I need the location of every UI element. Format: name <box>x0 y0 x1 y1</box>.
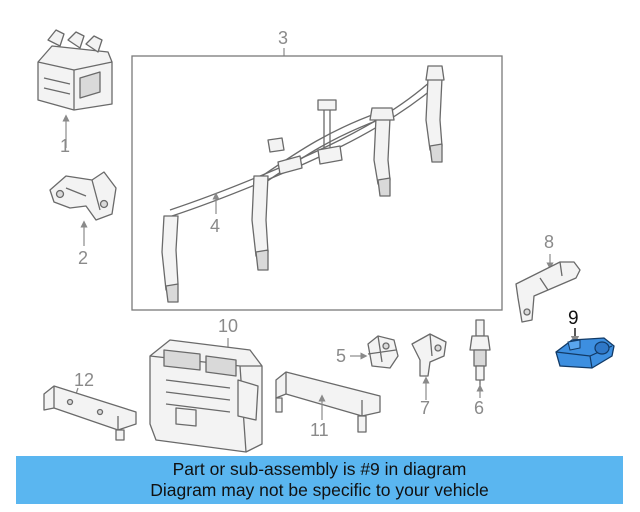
callout-2: 2 <box>78 248 88 268</box>
callout-9: 9 <box>568 308 579 329</box>
part-10-control-module[interactable] <box>149 339 263 453</box>
callout-4: 4 <box>210 216 220 236</box>
callout-7: 7 <box>420 398 430 418</box>
callout-10: 10 <box>218 316 238 336</box>
part-6-spark-plug[interactable] <box>469 319 491 386</box>
callout-3: 3 <box>278 28 288 48</box>
wire-set-frame <box>131 55 503 311</box>
callout-5: 5 <box>336 346 346 366</box>
part-11-mounting-bar[interactable] <box>275 371 381 433</box>
part-5-bracket[interactable] <box>367 335 399 369</box>
part-2-bracket[interactable] <box>49 171 117 221</box>
callout-11: 11 <box>310 420 329 440</box>
part-8-sensor[interactable] <box>515 261 581 323</box>
callout-12: 12 <box>74 370 94 390</box>
banner-line-1: Part or sub-assembly is #9 in diagram <box>172 459 467 479</box>
banner-line-2: Diagram may not be specific to your vehi… <box>150 480 489 500</box>
callout-1: 1 <box>60 136 70 156</box>
info-banner: Part or sub-assembly is #9 in diagram Di… <box>16 456 623 504</box>
part-1-ignition-coil[interactable] <box>37 29 113 111</box>
part-7-sensor[interactable] <box>411 333 447 377</box>
part-12-bracket[interactable] <box>43 385 137 441</box>
part-9-highlighted[interactable] <box>555 337 615 369</box>
callout-8: 8 <box>544 232 554 252</box>
part-3-ignition-wire-set[interactable] <box>131 55 503 311</box>
callout-6: 6 <box>474 398 484 418</box>
